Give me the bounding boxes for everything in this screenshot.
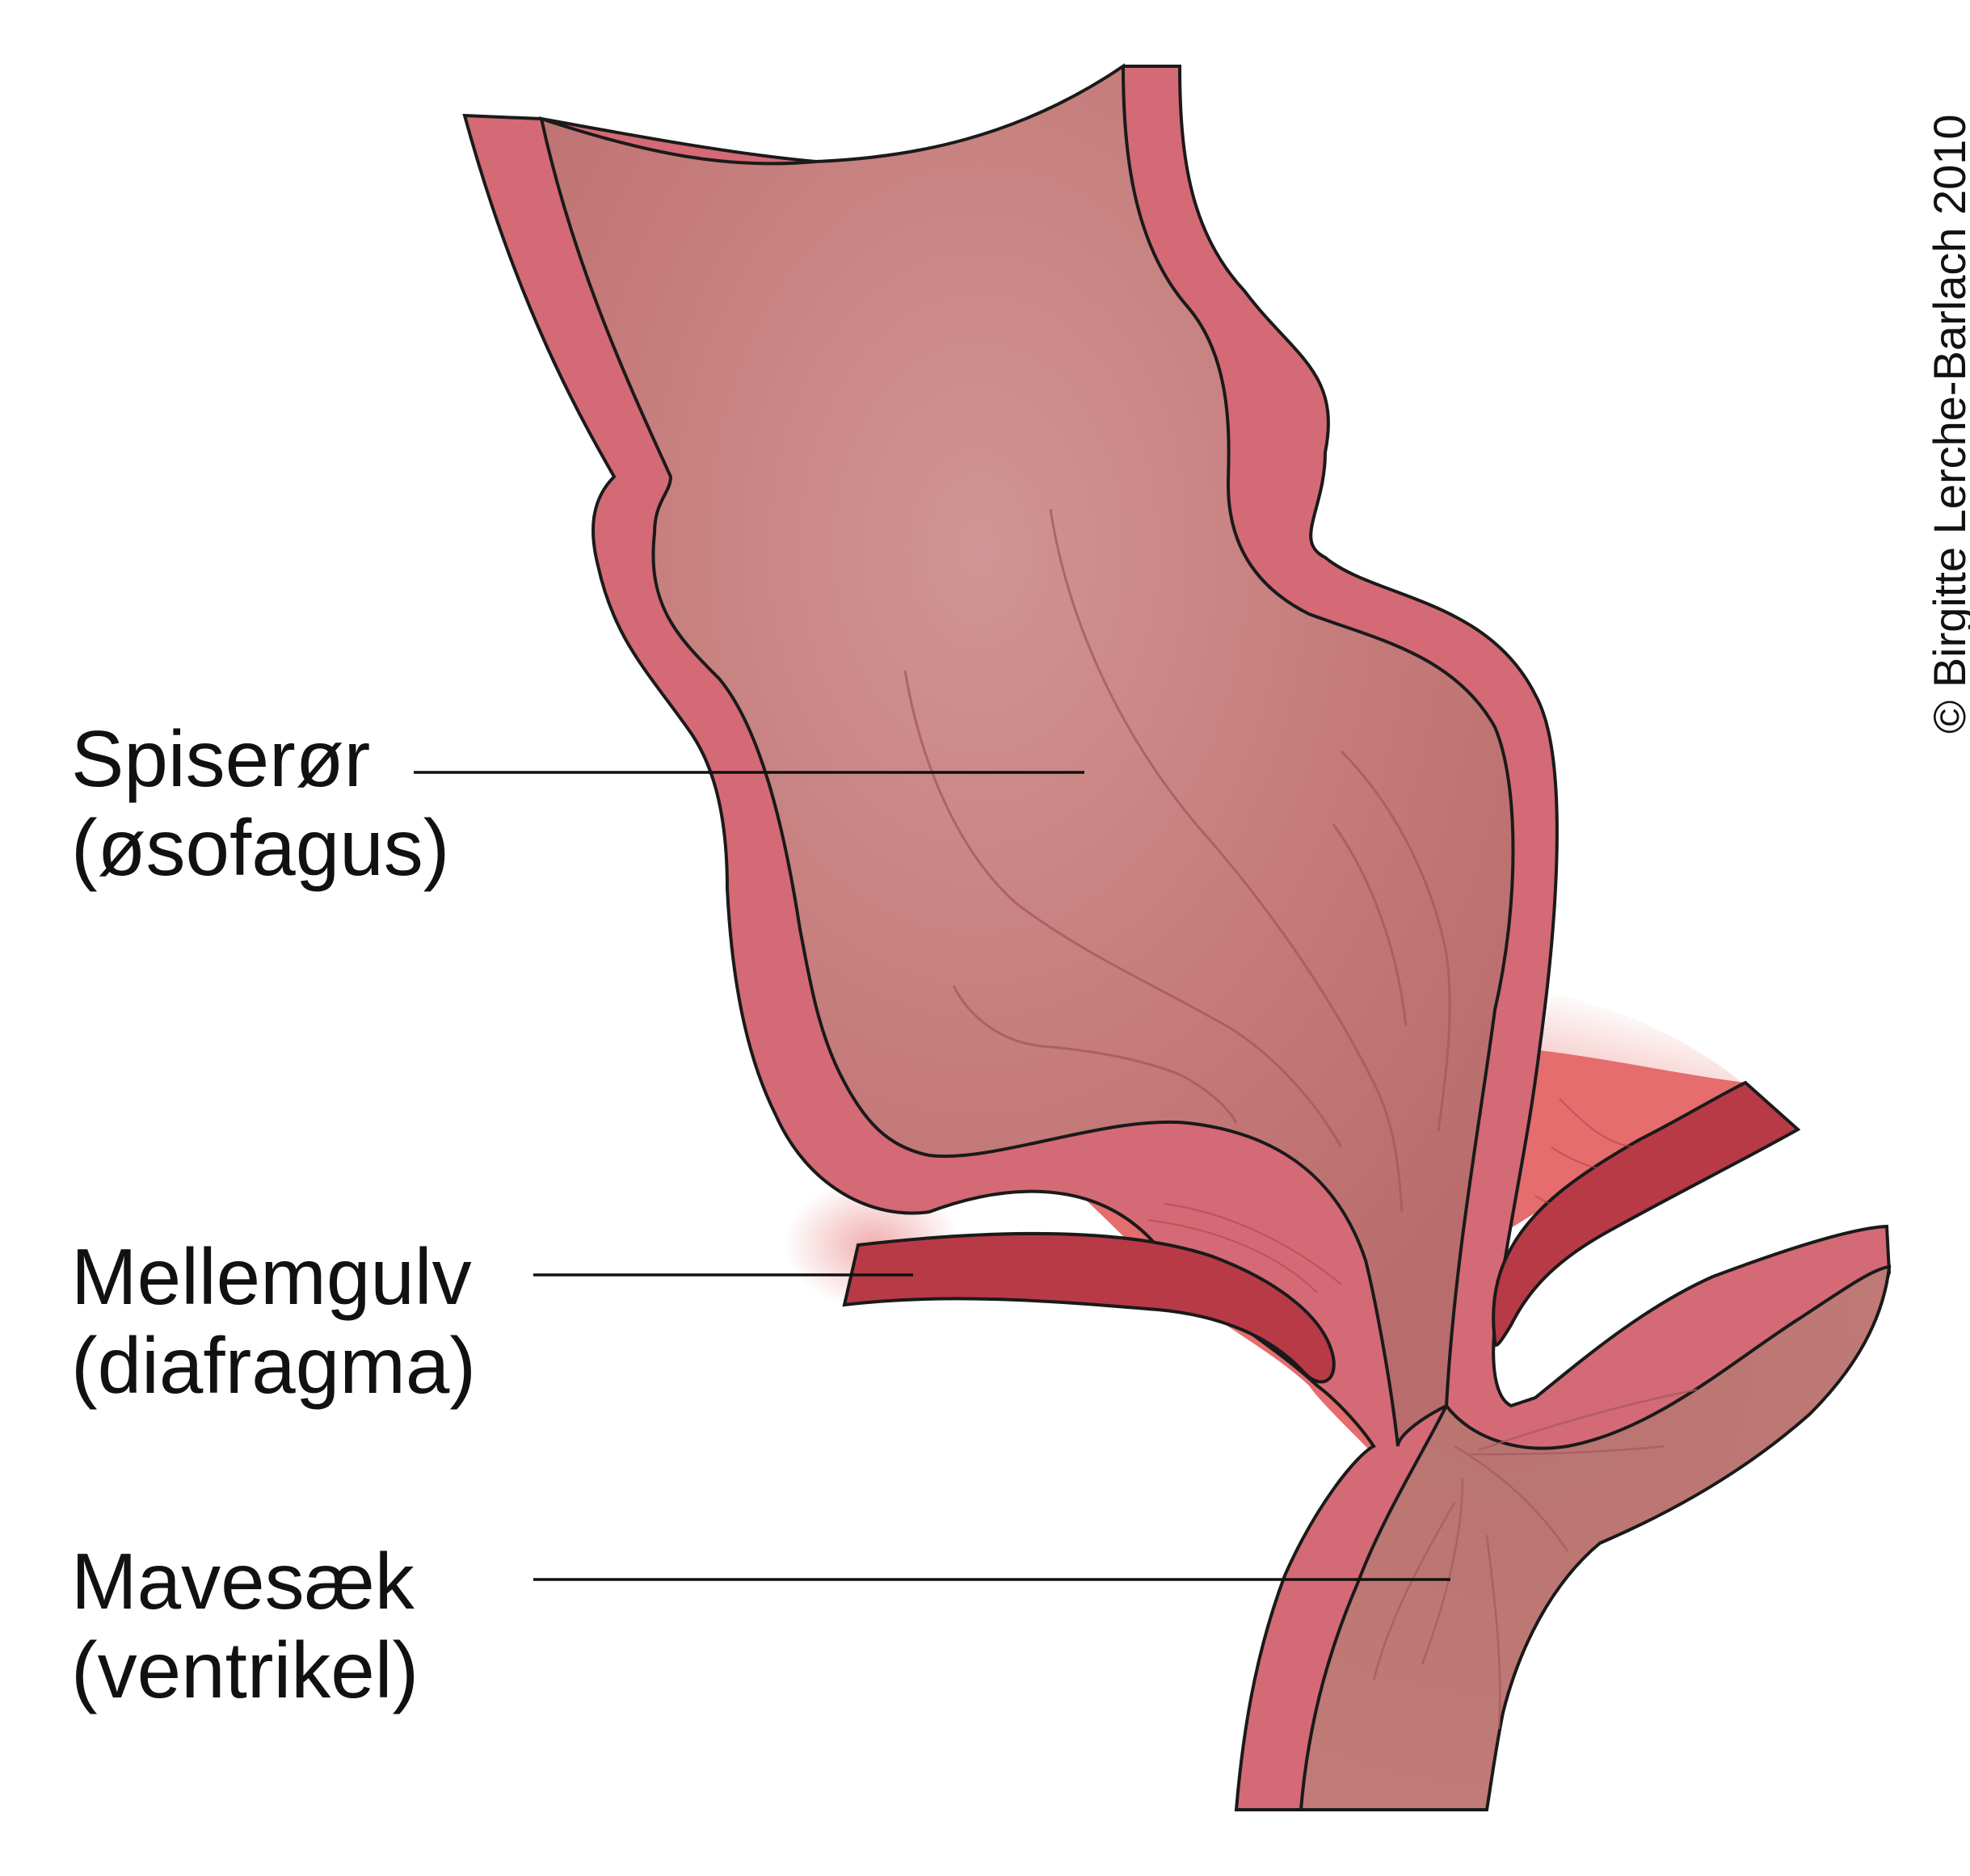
label-esophagus-line2: (øsofagus) bbox=[71, 803, 450, 892]
label-stomach: Mavesæk (ventrikel) bbox=[71, 1537, 419, 1714]
label-esophagus-line1: Spiserør bbox=[71, 714, 371, 803]
stomach-folds bbox=[1372, 1388, 1698, 1730]
label-diaphragm-line1: Mellemgulv bbox=[71, 1232, 472, 1321]
label-stomach-line2: (ventrikel) bbox=[71, 1626, 419, 1714]
diaphragm-striations bbox=[1147, 1098, 1641, 1293]
label-stomach-line1: Mavesæk bbox=[71, 1537, 415, 1626]
diaphragm-right-muscle bbox=[1492, 1080, 1801, 1347]
esophagus-lumen bbox=[539, 63, 1515, 1447]
copyright-notice: © Birgitte Lerche-Barlach 2010 bbox=[1924, 114, 1970, 734]
label-diaphragm: Mellemgulv (diafragma) bbox=[71, 1232, 476, 1410]
label-esophagus: Spiserør (øsofagus) bbox=[71, 714, 449, 892]
mucosa-folds bbox=[903, 508, 1451, 1213]
diaphragm-left-muscle bbox=[842, 1232, 1336, 1384]
label-diaphragm-line2: (diafragma) bbox=[71, 1321, 477, 1410]
diaphragm-right-light bbox=[1495, 1050, 1745, 1349]
